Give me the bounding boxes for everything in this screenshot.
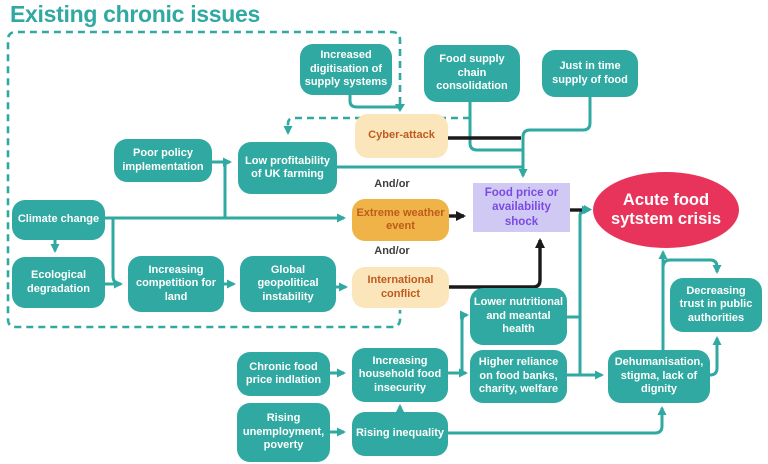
node-increasing-household: Increasing household food insecurity bbox=[352, 348, 448, 402]
node-food-price-shock: Food price or availability shock bbox=[473, 183, 570, 232]
node-lower-nutritional: Lower nutritional and meantal health bbox=[470, 288, 567, 345]
page-title: Existing chronic issues bbox=[10, 1, 261, 27]
and-or-label-top: And/or bbox=[374, 178, 410, 190]
node-global-geopolitical: Global geopolitical instability bbox=[240, 256, 336, 312]
node-low-profitability: Low profitability of UK farming bbox=[238, 142, 337, 194]
line-digitisation-to-cyber-junction bbox=[348, 95, 399, 109]
chronic-issues-dashed-border bbox=[6, 30, 402, 329]
arrow-inequality-to-dehumanisation bbox=[448, 406, 667, 435]
node-international-conflict: International conflict bbox=[352, 267, 449, 308]
node-ecological-degradation: Ecological degradation bbox=[12, 257, 105, 308]
and-or-label-bottom: And/or bbox=[374, 245, 410, 257]
node-rising-unemployment: Rising unemployment, poverty bbox=[237, 403, 330, 462]
arrow-conflict-to-price-shock bbox=[449, 238, 545, 289]
arrow-just-in-time-to-price-shock bbox=[518, 97, 592, 178]
teal-arrow-into-crisis bbox=[584, 205, 592, 214]
line-climate-branch-down bbox=[111, 218, 122, 286]
node-higher-reliance: Higher reliance on food banks, charity, … bbox=[470, 350, 567, 403]
node-dehumanisation: Dehumanisation, stigma, lack of dignity bbox=[608, 350, 710, 403]
node-cyber-attack: Cyber-attack bbox=[355, 114, 448, 158]
node-increasing-competition: Increasing competition for land bbox=[128, 256, 224, 312]
line-food-supply-to-shock-junction bbox=[468, 102, 523, 152]
arrow-wellbeing-to-crisis bbox=[578, 205, 591, 375]
arrow-household-to-lower-nutritional bbox=[459, 310, 469, 373]
node-rising-inequality: Rising inequality bbox=[352, 412, 448, 456]
node-food-supply-chain: Food supply chain consolidation bbox=[424, 45, 520, 102]
node-chronic-food-price: Chronic food price indlation bbox=[237, 352, 330, 396]
node-just-in-time: Just in time supply of food bbox=[542, 50, 638, 97]
arrow-branch-to-decreasing-trust-top bbox=[661, 258, 722, 274]
node-increased-digitisation: Increased digitisation of supply systems bbox=[300, 44, 392, 95]
node-extreme-weather: Extreme weather event bbox=[352, 199, 449, 241]
node-acute-food-crisis: Acute food sytstem crisis bbox=[593, 172, 739, 248]
node-decreasing-trust: Decreasing trust in public authorities bbox=[670, 278, 762, 332]
node-climate-change: Climate change bbox=[12, 200, 105, 240]
arrow-dehumanisation-to-decreasing-trust bbox=[709, 336, 722, 377]
dashed-link-to-low-profitability bbox=[283, 116, 470, 135]
node-poor-policy: Poor policy implementation bbox=[114, 139, 212, 182]
